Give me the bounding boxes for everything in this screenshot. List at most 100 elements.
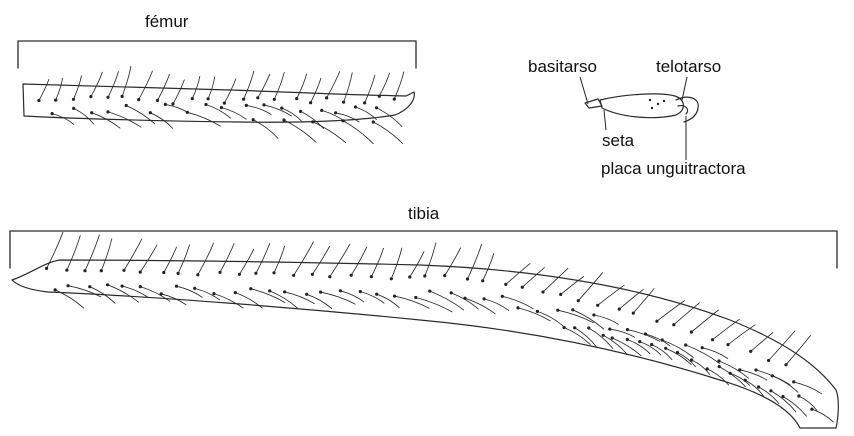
seta-socket (559, 293, 562, 296)
seta-socket (466, 277, 469, 280)
seta-hair (274, 246, 285, 273)
seta-socket (171, 102, 174, 105)
seta-socket (54, 99, 57, 102)
seta-hair (652, 345, 672, 360)
seta-hair (379, 73, 389, 96)
seta-hair (522, 268, 544, 288)
seta-hair (344, 73, 353, 102)
seta-socket (272, 271, 275, 274)
seta-socket (72, 107, 75, 110)
seta-hair (594, 315, 619, 324)
seta-hair (178, 245, 189, 274)
basitarso-leader (580, 77, 588, 104)
seta-hair (598, 285, 625, 305)
seta-hair (692, 310, 719, 332)
seta-hair (537, 311, 563, 326)
seta-socket (450, 291, 453, 294)
seta-hair (173, 80, 184, 104)
seta-socket (320, 109, 323, 112)
seta-hair (47, 232, 63, 268)
seta-hair (627, 330, 659, 342)
seta-socket (242, 98, 245, 101)
seta-hair (371, 248, 383, 276)
seta-socket (162, 271, 165, 274)
seta-socket (784, 363, 787, 366)
seta-socket (563, 326, 566, 329)
seta-socket (305, 293, 308, 296)
seta-socket (90, 111, 93, 114)
seta-socket (632, 312, 635, 315)
seta-hair (330, 244, 350, 277)
seta-socket (137, 98, 140, 101)
seta-hair (311, 78, 321, 102)
seta-socket (193, 287, 196, 290)
seta-socket (596, 304, 599, 307)
tibia-outline (12, 260, 838, 428)
seta-hair (365, 75, 375, 103)
seta-hair (657, 301, 685, 322)
seta-hair (674, 303, 700, 325)
seta-socket (655, 320, 658, 323)
seta-hair (294, 242, 314, 275)
seta-hair (297, 74, 307, 99)
seta-hair (769, 331, 795, 361)
seta-socket (121, 95, 124, 98)
seta-hair (177, 286, 203, 297)
seta-socket (328, 275, 331, 278)
seta-hair (140, 287, 170, 302)
seta-socket (160, 292, 163, 295)
femur-outline (23, 84, 414, 122)
seta-socket (280, 107, 283, 110)
seta-hair (395, 296, 430, 308)
seta-socket (45, 267, 48, 270)
seta-socket (319, 291, 322, 294)
seta-hair (56, 78, 63, 100)
seta-socket (212, 292, 215, 295)
seta-hair (589, 328, 613, 349)
seta-socket (67, 284, 70, 287)
seta-socket (726, 343, 729, 346)
seta-hair (558, 310, 594, 323)
tibia-label: tibia (408, 204, 440, 223)
seta-socket (51, 112, 54, 115)
seta-socket (273, 98, 276, 101)
seta-hair (140, 245, 157, 272)
seta-hair (351, 247, 367, 275)
seta-socket (54, 288, 57, 291)
seta-hair (244, 71, 254, 99)
seta-socket (234, 291, 237, 294)
seta-socket (571, 308, 574, 311)
seta-socket (122, 269, 125, 272)
seta-hair (92, 113, 120, 128)
seta-socket (100, 269, 103, 272)
seta-socket (325, 96, 328, 99)
seta-socket (390, 277, 393, 280)
seta-socket (37, 99, 40, 102)
seta-hair (394, 72, 404, 99)
seta-socket (781, 395, 784, 398)
seta-hair (39, 80, 49, 101)
seta-socket (311, 273, 314, 276)
seta-hair (124, 239, 142, 270)
seta-hair (702, 348, 728, 359)
seta-socket (196, 273, 199, 276)
telotarso-leader (682, 77, 687, 100)
seta-socket (125, 104, 128, 107)
seta-socket (672, 323, 675, 326)
seta-hair (284, 120, 316, 142)
seta-socket (573, 326, 576, 329)
seta-socket (89, 95, 92, 98)
seta-hair (543, 268, 568, 292)
seta-socket (729, 372, 732, 375)
seta-socket (106, 96, 109, 99)
seta-socket (309, 101, 312, 104)
seta-socket (463, 297, 466, 300)
seta-hair (165, 104, 189, 113)
seta-hair (74, 76, 82, 100)
seta-socket (256, 96, 259, 99)
seta-socket (83, 269, 86, 272)
seta-socket (292, 274, 295, 277)
seta-socket (175, 285, 178, 288)
seta-socket (423, 274, 426, 277)
